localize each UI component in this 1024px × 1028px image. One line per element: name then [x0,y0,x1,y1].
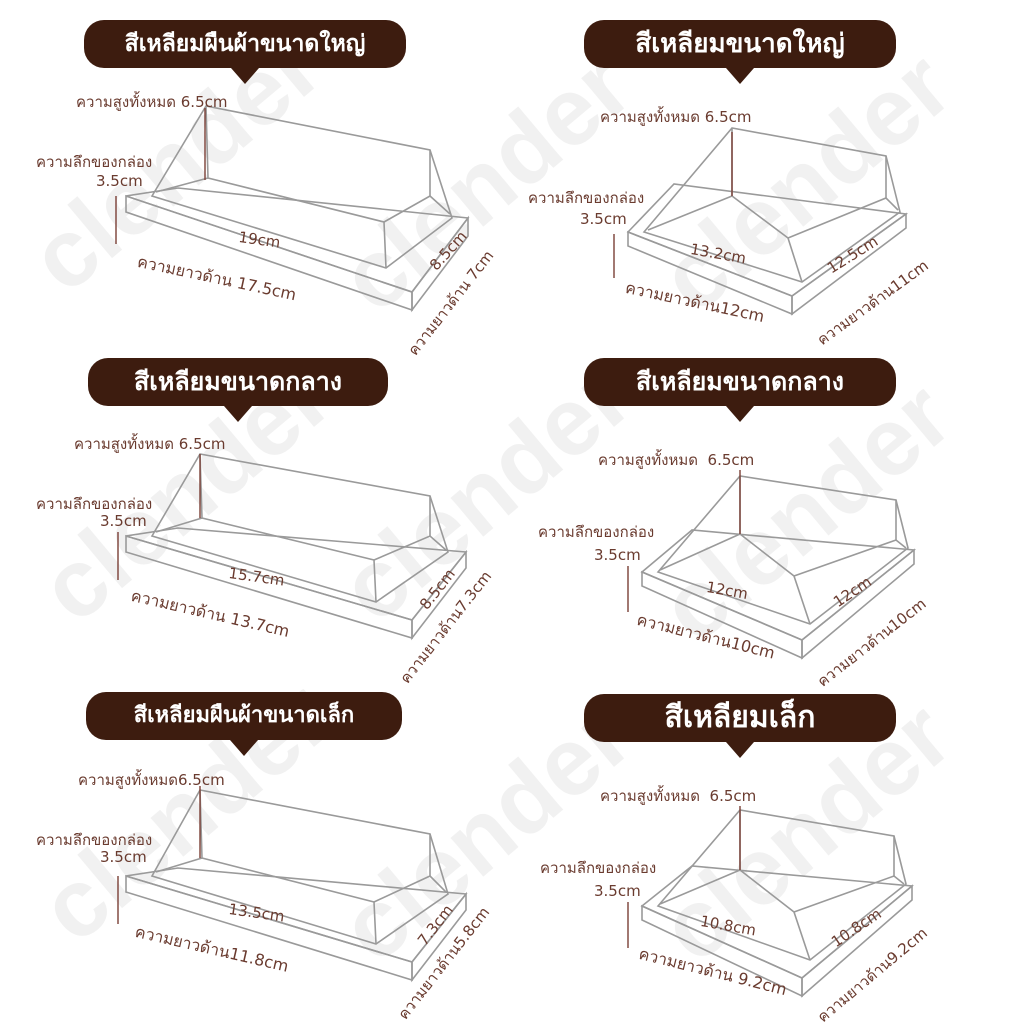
box-diagram [117,453,468,641]
panel-title: สีเหลียมผืนผ้าขนาดใหญ่ [84,20,406,84]
total-height-label: ความสูงทั้งหมด 6.5cm [598,451,755,469]
panel-medium-rectangle: สีเหลียมขนาดกลาง ความสูงทั้งหมด 6.5cm คว… [0,340,512,687]
panel-title: สีเหลียมขนาดกลาง [584,358,896,422]
depth-label: ความลึกของกล่อง [36,495,153,513]
panel-small-square: สีเหลียมเล็ก ความสูงทั้งหมด 6.5cm ความลึ… [512,680,1024,1026]
total-height-label: ความสูงทั้งหมด 6.5cm [74,435,226,453]
box-diagram [117,786,468,983]
panel-title: สีเหลียมขนาดใหญ่ [584,20,896,84]
depth-label: ความลึกของกล่อง [528,189,645,207]
box-diagram [627,470,917,660]
depth-label: ความลึกของกล่อง [538,523,655,541]
depth-value: 3.5cm [100,848,147,866]
depth-value: 3.5cm [594,882,641,900]
box-diagram [115,105,470,313]
total-height-label: ความสูงทั้งหมด 6.5cm [76,93,228,111]
depth-label: ความลึกของกล่อง [540,859,657,877]
depth-value: 3.5cm [100,512,147,530]
panel-title: สีเหลียมเล็ก [584,694,896,758]
panel-title: สีเหลียมขนาดกลาง [88,358,388,422]
panel-small-rectangle: สีเหลียมผืนผ้าขนาดเล็ก ความสูงทั้งหมด6.5… [0,680,512,1023]
depth-value: 3.5cm [96,172,143,190]
depth-value: 3.5cm [580,210,627,228]
total-height-label: ความสูงทั้งหมด 6.5cm [600,787,757,805]
panel-medium-square: สีเหลียมขนาดกลาง ความสูงทั้งหมด 6.5cm คว… [512,340,1024,691]
total-height-label: ความสูงทั้งหมด 6.5cm [600,108,752,126]
depth-label: ความลึกของกล่อง [36,153,153,171]
total-height-label: ความสูงทั้งหมด6.5cm [78,771,225,789]
panel-large-square: สีเหลียมขนาดใหญ่ ความสูงทั้งหมด 6.5cm คว… [512,0,1024,349]
box-diagram [627,806,914,998]
panel-title: สีเหลียมผืนผ้าขนาดเล็ก [86,692,402,756]
panel-large-rectangle: สีเหลียมผืนผ้าขนาดใหญ่ ความสูงทั้งหมด 6.… [0,0,512,359]
depth-value: 3.5cm [594,546,641,564]
depth-label: ความลึกของกล่อง [36,831,153,849]
box-diagram [613,127,909,316]
